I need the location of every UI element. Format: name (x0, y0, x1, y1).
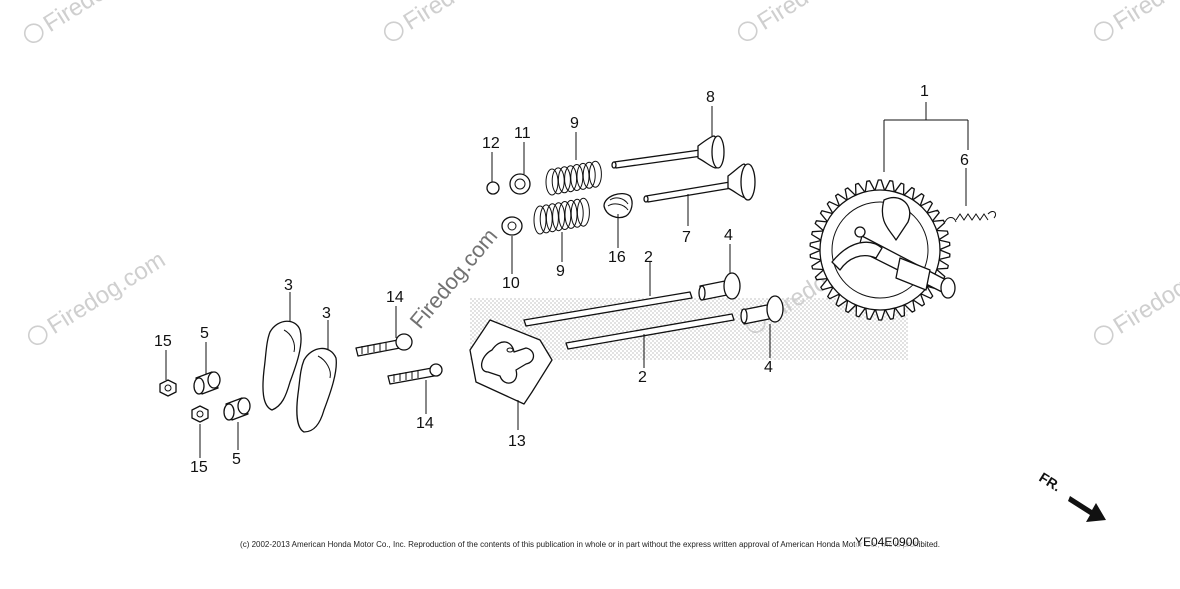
callout-5-upper: 5 (200, 325, 209, 342)
callout-16: 16 (608, 249, 626, 266)
svg-text:Firedog.com: Firedog.com (43, 246, 170, 340)
callout-5-lower: 5 (232, 451, 241, 468)
part-7-valve (643, 163, 756, 203)
front-direction-arrow-icon (1068, 496, 1106, 522)
part-5-pivot-upper (193, 371, 221, 395)
callout-15-lower: 15 (190, 459, 208, 476)
callout-3-right: 3 (322, 305, 331, 322)
part-4-tappet-lower (740, 295, 784, 325)
part-5-pivot-lower (223, 397, 251, 421)
callout-7: 7 (682, 229, 691, 246)
callout-14-upper: 14 (386, 289, 404, 306)
callout-11: 11 (514, 125, 531, 142)
part-10-spring-seat (501, 216, 523, 236)
part-13-push-rod-guide-plate (469, 319, 553, 405)
part-2-push-rod-upper (523, 291, 693, 327)
part-3-rocker-arm-right (296, 347, 337, 433)
callout-14-lower: 14 (416, 415, 434, 432)
drawing-code: YE04E0900 (855, 535, 920, 549)
watermark-left: Firedog.com (27, 246, 170, 346)
part-2-push-rod-lower (565, 313, 735, 350)
part-6-spring (944, 211, 997, 223)
spring-coil (576, 197, 590, 227)
part-14-stud-upper (355, 333, 413, 357)
callout-9-lower: 9 (556, 263, 565, 280)
part-4-tappet-upper (698, 272, 741, 301)
callout-6: 6 (960, 152, 969, 169)
callout-10: 10 (502, 275, 520, 292)
copyright-notice: (c) 2002-2013 American Honda Motor Co., … (240, 540, 940, 549)
part-9-valve-spring-upper (545, 160, 602, 196)
callout-8: 8 (706, 89, 715, 106)
part-1-camshaft-gear (809, 179, 956, 321)
watermark-top-right: Firedog.com (1093, 0, 1180, 42)
spring-coil (588, 160, 602, 188)
callout-4-lower: 4 (764, 359, 773, 376)
svg-text:Firedog.com: Firedog.com (39, 0, 166, 38)
svg-text:Firedog.com: Firedog.com (753, 0, 880, 36)
spring-coil (570, 198, 584, 228)
watermark-right: Firedog.com (1093, 246, 1180, 346)
callout-13: 13 (508, 433, 526, 450)
callout-4-upper: 4 (724, 227, 733, 244)
part-14-stud-lower (387, 363, 443, 385)
part-11-retainer (509, 173, 531, 195)
svg-text:Firedog.com: Firedog.com (1109, 246, 1180, 340)
leader-lines (165, 102, 969, 458)
callout-12: 12 (482, 135, 500, 152)
callout-15-upper: 15 (154, 333, 172, 350)
front-direction-marker: FR. (1036, 469, 1106, 522)
callout-1: 1 (920, 83, 929, 100)
callout-9-upper: 9 (570, 115, 579, 132)
part-15-nut-upper (159, 379, 177, 397)
part-15-nut-lower (191, 405, 209, 423)
part-16-stem-seal (603, 192, 633, 219)
callout-3-left: 3 (284, 277, 293, 294)
svg-text:Firedog.com: Firedog.com (1109, 0, 1180, 36)
front-direction-label: FR. (1036, 469, 1064, 495)
watermark-top-center-right: Firedog.com (737, 0, 880, 42)
callout-numbers: 1 6 8 9 11 12 7 9 10 16 2 4 2 4 13 14 14… (154, 83, 969, 476)
callout-2-upper: 2 (644, 249, 653, 266)
part-8-valve (611, 135, 725, 169)
part-9-valve-spring-lower (533, 197, 590, 235)
part-12-cotter (486, 181, 500, 195)
part-3-rocker-arm-left (262, 320, 302, 411)
spring-coil (582, 161, 596, 189)
svg-text:Firedog.com: Firedog.com (399, 0, 526, 36)
watermark-top-left: Firedog.com (23, 0, 166, 44)
callout-2-lower: 2 (638, 369, 647, 386)
watermark-top-center-left: Firedog.com (383, 0, 526, 42)
